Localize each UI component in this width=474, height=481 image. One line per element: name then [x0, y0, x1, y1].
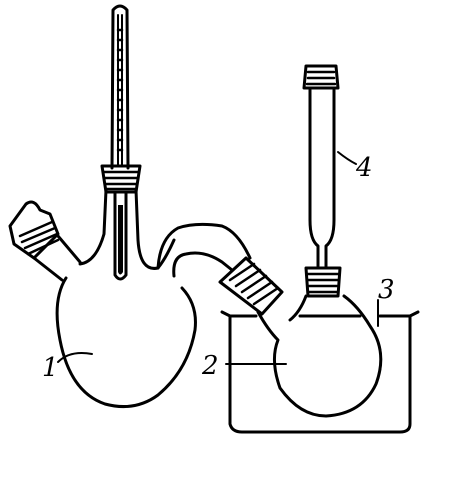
label-receiving-flask: 2 — [201, 351, 219, 381]
label-cooling-bath: 3 — [378, 275, 395, 305]
label-condenser: 4 — [355, 153, 373, 183]
thermometer-stopper — [100, 164, 142, 194]
receiving-flask — [256, 294, 383, 418]
delivery-tube — [156, 222, 252, 278]
condenser — [302, 64, 342, 298]
receiver-joint — [218, 256, 284, 316]
thermometer — [110, 4, 130, 281]
label-reaction-flask: 1 — [42, 353, 59, 383]
side-neck-stopper — [8, 200, 60, 260]
reaction-flask — [8, 164, 197, 408]
leader-lines — [57, 151, 379, 365]
cooling-bath — [220, 310, 420, 434]
